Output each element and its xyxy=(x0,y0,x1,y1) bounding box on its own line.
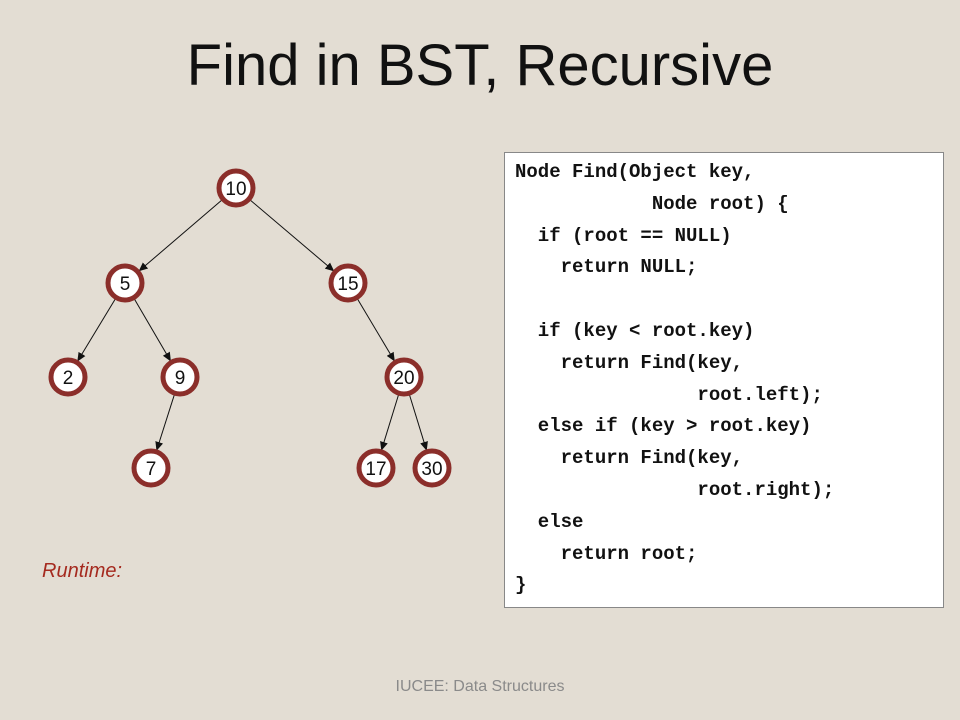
tree-edge xyxy=(155,393,176,452)
slide-title: Find in BST, Recursive xyxy=(186,33,774,98)
code-line: root.right); xyxy=(515,478,835,501)
tree-node-circle xyxy=(216,168,256,208)
code-line: else if (key > root.key) xyxy=(515,415,812,438)
tree-node: 5 xyxy=(105,263,145,303)
tree-node: 2 xyxy=(48,357,88,397)
code-line: Node root) { xyxy=(515,192,789,215)
code-line: if (key < root.key) xyxy=(515,319,755,342)
tree-node-label: 2 xyxy=(63,368,74,389)
tree-node: 17 xyxy=(356,448,396,488)
code-block: Node Find(Object key, Node root) { if (r… xyxy=(504,152,944,608)
code-line: return Find(key, xyxy=(515,351,744,374)
tree-node: 10 xyxy=(216,168,256,208)
tree-node-circle xyxy=(105,263,145,303)
code-line: return NULL; xyxy=(515,256,698,279)
code-line: return root; xyxy=(515,542,698,565)
tree-node: 9 xyxy=(160,357,200,397)
tree-node-label: 20 xyxy=(393,368,414,389)
tree-node: 20 xyxy=(384,357,424,397)
tree-edge xyxy=(133,297,172,362)
tree-node-label: 17 xyxy=(365,459,386,480)
tree-node-label: 15 xyxy=(337,274,358,295)
bst-diagram: 10 5 15 2 9 20 7 17 30 xyxy=(48,168,452,488)
tree-edge xyxy=(76,297,117,362)
tree-node-circle xyxy=(48,357,88,397)
code-line: return Find(key, xyxy=(515,447,744,470)
tree-node-circle xyxy=(356,448,396,488)
tree-edge xyxy=(248,198,335,272)
tree-node-circle xyxy=(131,448,171,488)
tree-node-label: 7 xyxy=(146,459,157,480)
code-line: } xyxy=(515,574,527,597)
tree-node-label: 5 xyxy=(120,274,131,295)
tree-node-circle xyxy=(160,357,200,397)
tree-edge xyxy=(356,297,396,362)
runtime-label: Runtime: xyxy=(42,560,123,582)
tree-node: 15 xyxy=(328,263,368,303)
tree-edge xyxy=(408,393,428,451)
code-line: root.left); xyxy=(515,383,823,406)
tree-node: 7 xyxy=(131,448,171,488)
tree-node-circle xyxy=(328,263,368,303)
code-line: if (root == NULL) xyxy=(515,224,732,247)
slide-footer: IUCEE: Data Structures xyxy=(395,678,565,695)
tree-node-circle xyxy=(412,448,452,488)
tree-edge xyxy=(138,198,224,272)
code-line: Node Find(Object key, xyxy=(515,161,755,183)
code-text: Node Find(Object key, Node root) { if (r… xyxy=(505,153,943,602)
code-line: else xyxy=(515,510,584,533)
tree-node-label: 30 xyxy=(421,459,442,480)
tree-node: 30 xyxy=(412,448,452,488)
tree-node-label: 9 xyxy=(175,368,186,389)
tree-edge xyxy=(380,393,400,451)
tree-node-circle xyxy=(384,357,424,397)
tree-node-label: 10 xyxy=(225,179,246,200)
